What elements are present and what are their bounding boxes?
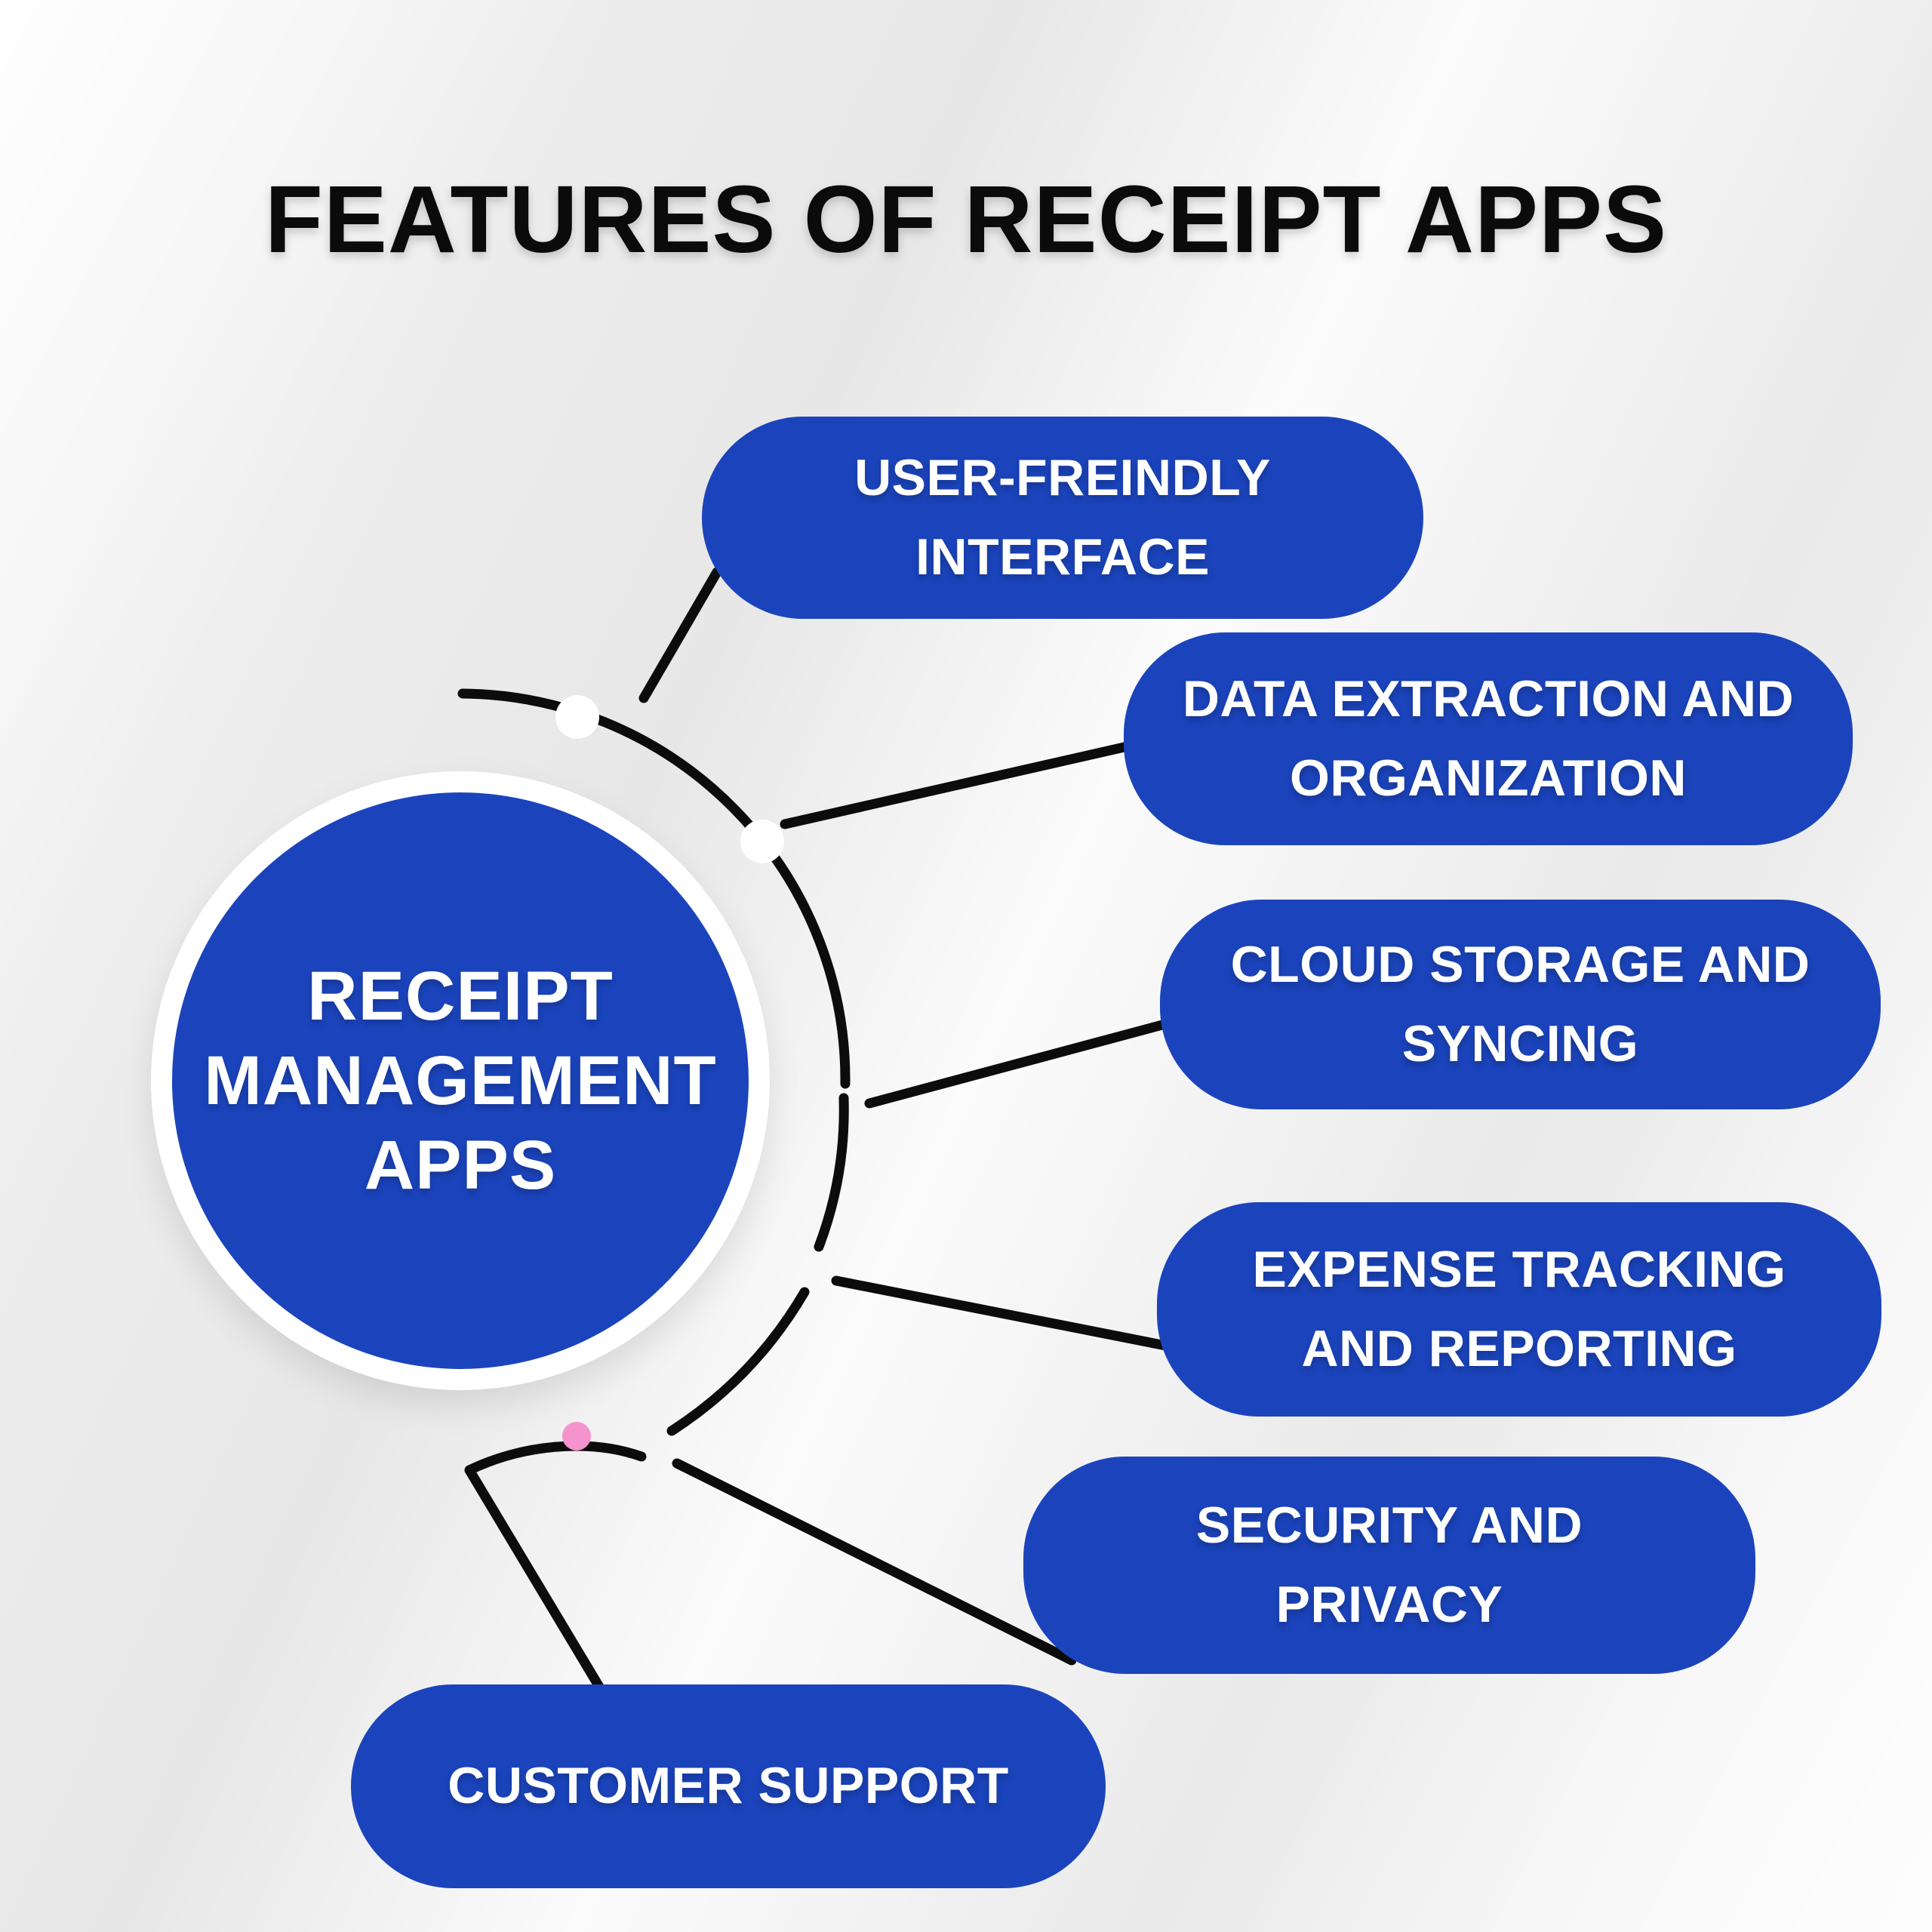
feature-pill-text-line: INTERFACE	[915, 528, 1210, 586]
feature-pill-customer-support: CUSTOMER SUPPORT	[351, 1684, 1106, 1888]
arc-node-dot-white-right	[740, 820, 784, 863]
feature-pill-data-extraction: DATA EXTRACTION AND ORGANIZATION	[1124, 632, 1853, 845]
feature-pill-text-line: ORGANIZATION	[1289, 749, 1687, 807]
center-line-2: MANAGEMENT	[204, 1041, 717, 1119]
feature-pill-user-friendly-interface: USER-FREINDLY INTERFACE	[702, 417, 1423, 619]
feature-pill-cloud-storage: CLOUD STORAGE AND SYNCING	[1160, 900, 1881, 1109]
feature-pill-text-line: CUSTOMER SUPPORT	[448, 1757, 1009, 1815]
feature-pill-text-line: EXPENSE TRACKING	[1252, 1240, 1786, 1298]
page-title: FEATURES OF RECEIPT APPS	[264, 166, 1668, 272]
feature-pill-text-line: CLOUD STORAGE AND	[1230, 935, 1810, 993]
center-line-1: RECEIPT	[307, 957, 614, 1035]
feature-pill-text-line: SECURITY AND	[1195, 1496, 1583, 1554]
arc-node-dot-white-top	[555, 695, 599, 739]
feature-pill-text-line: DATA EXTRACTION AND	[1182, 669, 1795, 728]
feature-pill-text-line: PRIVACY	[1275, 1576, 1503, 1633]
arc-segment-middle	[814, 1093, 849, 1252]
connector-expense-tracking	[831, 1275, 1190, 1355]
feature-pill-security-privacy: SECURITY AND PRIVACY	[1023, 1457, 1755, 1674]
center-line-3: APPS	[364, 1127, 557, 1204]
arc-tail-and-customer-support-connector	[464, 1441, 647, 1700]
connector-security-privacy	[672, 1458, 1077, 1666]
arc-segment-top	[457, 688, 851, 1089]
feature-pill-text-line: SYNCING	[1401, 1015, 1639, 1072]
arc-node-dot-pink-bottom	[562, 1422, 591, 1451]
connector-cloud-storage	[864, 1014, 1190, 1109]
connector-data-extraction	[780, 736, 1156, 829]
connector-user-friendly-interface	[638, 567, 722, 703]
feature-pill-text-line: USER-FREINDLY	[854, 448, 1271, 506]
center-circle: RECEIPT MANAGEMENT APPS	[172, 792, 749, 1369]
feature-pill-expense-tracking: EXPENSE TRACKING AND REPORTING	[1157, 1202, 1881, 1417]
feature-pill-text-line: AND REPORTING	[1301, 1320, 1737, 1377]
arc-segment-lower	[666, 1287, 810, 1436]
